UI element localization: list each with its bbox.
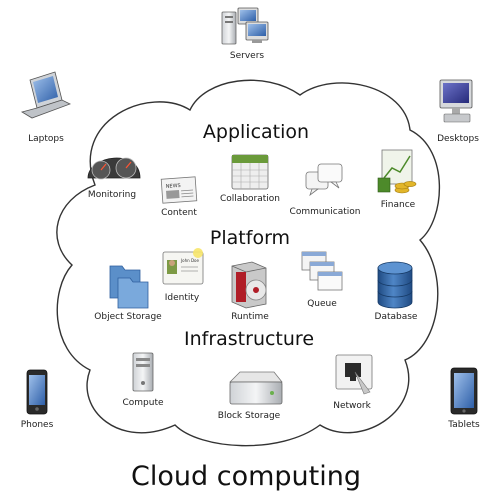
hard-drive-icon	[229, 371, 283, 405]
section-label-application: Application	[202, 121, 310, 143]
item-label-identity: Identity	[164, 293, 200, 303]
svg-text:NEWS: NEWS	[166, 183, 181, 190]
client-label-desktops: Desktops	[437, 134, 479, 144]
item-label-compute: Compute	[122, 398, 164, 408]
network-port-icon	[335, 354, 373, 395]
item-label-object-storage: Object Storage	[94, 312, 162, 322]
monitoring-icon	[87, 157, 141, 180]
chat-bubbles-icon	[305, 163, 343, 197]
client-label-tablets: Tablets	[448, 420, 480, 430]
database-icon	[377, 261, 413, 309]
item-label-block-storage: Block Storage	[217, 411, 281, 421]
item-label-runtime: Runtime	[231, 312, 269, 322]
runtime-package-icon	[231, 261, 267, 309]
finance-icon	[377, 149, 417, 194]
item-label-finance: Finance	[380, 200, 416, 210]
servers-icon	[221, 7, 269, 45]
laptop-icon	[20, 71, 72, 119]
calendar-icon	[231, 154, 269, 190]
compute-tower-icon	[132, 352, 154, 392]
item-label-database: Database	[374, 312, 418, 322]
newspaper-icon: NEWS	[160, 176, 198, 204]
id-card-icon: John Doe	[162, 248, 204, 285]
cloud-outline	[56, 79, 441, 447]
item-label-communication: Communication	[289, 207, 361, 217]
client-label-laptops: Laptops	[28, 134, 64, 144]
diagram-title: Cloud computing	[131, 461, 361, 492]
client-label-phones: Phones	[20, 420, 54, 430]
folder-icon	[109, 265, 149, 309]
item-label-collaboration: Collaboration	[220, 194, 280, 204]
item-label-monitoring: Monitoring	[87, 190, 137, 200]
tablet-icon	[450, 367, 478, 415]
desktop-icon	[439, 79, 473, 123]
section-label-platform: Platform	[209, 227, 291, 249]
phone-icon	[26, 369, 48, 415]
section-label-infrastructure: Infrastructure	[183, 328, 315, 350]
svg-text:John Doe: John Doe	[180, 258, 199, 263]
item-label-queue: Queue	[307, 299, 337, 309]
item-label-network: Network	[333, 401, 371, 411]
item-label-content: Content	[161, 208, 197, 218]
queue-windows-icon	[301, 251, 343, 291]
client-label-servers: Servers	[229, 51, 265, 61]
